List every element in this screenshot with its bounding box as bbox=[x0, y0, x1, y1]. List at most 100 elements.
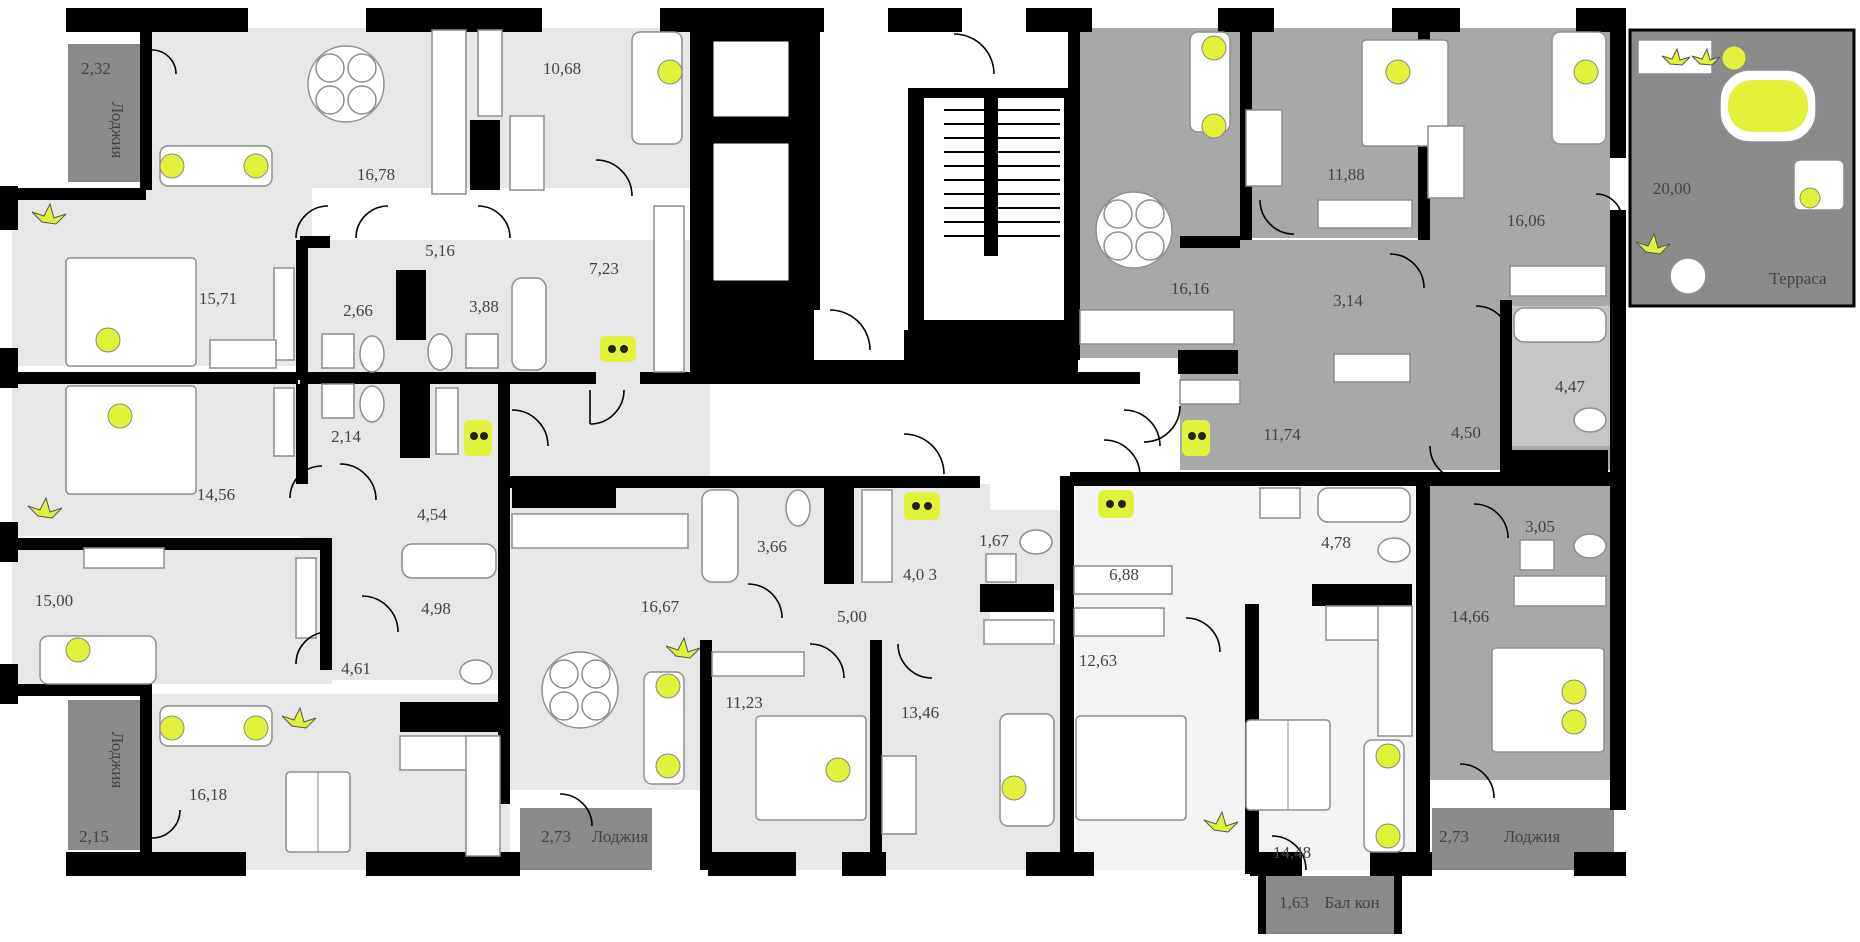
door-swing bbox=[355, 205, 389, 239]
wall-v-6 bbox=[498, 384, 510, 804]
bathtub bbox=[701, 489, 739, 583]
room-area-label: 1,63 bbox=[1279, 893, 1309, 912]
shaft-9 bbox=[1312, 584, 1412, 606]
wall-bottom-3 bbox=[708, 852, 796, 876]
room-area-label: 1,67 bbox=[979, 531, 1009, 550]
radiator bbox=[295, 557, 317, 639]
door-swing bbox=[1103, 439, 1141, 477]
ventilation-fan-icon bbox=[243, 153, 269, 179]
desk bbox=[881, 755, 917, 835]
wall-top-5 bbox=[1026, 8, 1092, 32]
room-area-label: 4,50 bbox=[1451, 423, 1481, 442]
wall-h-3 bbox=[12, 538, 332, 550]
plant-icon bbox=[1635, 232, 1671, 255]
dining-table-rect bbox=[1245, 719, 1331, 811]
stair-steps bbox=[944, 96, 1060, 256]
room-area-label: 16,16 bbox=[1171, 279, 1209, 298]
furniture bbox=[39, 29, 1845, 857]
plant-icon bbox=[31, 202, 67, 225]
radiator bbox=[861, 489, 893, 583]
loggia-label: Лоджия bbox=[1504, 827, 1561, 846]
shaft-5 bbox=[512, 480, 616, 508]
wall-top-2 bbox=[366, 8, 542, 32]
bed bbox=[65, 385, 197, 495]
desk bbox=[1245, 109, 1283, 187]
door-swing bbox=[151, 809, 181, 839]
room-area-label: 3,05 bbox=[1525, 517, 1555, 536]
room-area-label: 2,15 bbox=[79, 827, 109, 846]
toilet bbox=[1019, 529, 1053, 555]
bathtub bbox=[1317, 487, 1411, 523]
room-area-label: 11,74 bbox=[1263, 425, 1301, 444]
ventilation-fan-icon bbox=[1201, 35, 1227, 61]
door-swing bbox=[289, 465, 323, 499]
elevator-car-2 bbox=[710, 140, 792, 284]
room-area-label: 4,47 bbox=[1555, 377, 1585, 396]
ventilation-fan-icon bbox=[1799, 187, 1821, 209]
sink bbox=[321, 383, 355, 419]
wall-top-7 bbox=[1392, 8, 1460, 32]
loggia-label: Лоджия bbox=[108, 102, 127, 159]
sofa bbox=[999, 713, 1055, 827]
terrace-table bbox=[1669, 257, 1707, 295]
door-swing bbox=[1389, 253, 1425, 289]
ventilation-fan-icon bbox=[657, 59, 683, 85]
footprints-icon bbox=[1098, 490, 1134, 518]
room-area-label: 15,71 bbox=[199, 289, 237, 308]
floor-balcony bbox=[1262, 876, 1398, 934]
room-area-label: 4,61 bbox=[341, 659, 371, 678]
wall-v-11 bbox=[1060, 476, 1074, 876]
door-swing bbox=[151, 49, 177, 75]
radiator bbox=[273, 387, 295, 457]
room-area-label: 6,88 bbox=[1109, 565, 1139, 584]
ventilation-fan-icon bbox=[825, 757, 851, 783]
door-swing bbox=[295, 205, 329, 239]
ventilation-fan-icon bbox=[159, 715, 185, 741]
door-swing bbox=[595, 159, 633, 197]
wall-v-16 bbox=[1500, 300, 1512, 480]
room-area-label: 2,73 bbox=[541, 827, 571, 846]
room-area-label: 16,06 bbox=[1507, 211, 1545, 230]
ventilation-fan-icon bbox=[1385, 59, 1411, 85]
room-area-label: 11,23 bbox=[725, 693, 763, 712]
wall-v-10 bbox=[870, 640, 882, 870]
door-swing bbox=[1185, 617, 1221, 653]
word-labels: Лоджия Лоджия Лоджия Лоджия Терраса Бал … bbox=[108, 102, 1827, 912]
wall-top-3 bbox=[660, 8, 824, 32]
floor-loggia-top bbox=[68, 44, 140, 182]
loggia-label: Лоджия bbox=[592, 827, 649, 846]
door-swing bbox=[1271, 835, 1307, 871]
shaft-7 bbox=[980, 584, 1054, 612]
plant-icon bbox=[1661, 47, 1691, 66]
door-swing bbox=[559, 793, 593, 827]
sofa bbox=[1551, 31, 1607, 145]
room-area-label: 3,88 bbox=[469, 297, 499, 316]
door-swing bbox=[1459, 763, 1495, 799]
wall-v-1 bbox=[140, 30, 152, 190]
sofa bbox=[39, 635, 157, 685]
room-area-label: 2,66 bbox=[343, 301, 373, 320]
sofa bbox=[631, 31, 683, 145]
wall-top-6 bbox=[1218, 8, 1274, 32]
door-swing bbox=[1123, 409, 1161, 447]
wall-v-2 bbox=[296, 240, 308, 380]
doors bbox=[151, 33, 1623, 871]
wall-h-9 bbox=[510, 476, 980, 488]
room-area-label: 4,78 bbox=[1321, 533, 1351, 552]
ventilation-fan-icon bbox=[65, 637, 91, 663]
area-labels: 2,32 16,78 10,68 15,71 5,16 2,66 3,88 7,… bbox=[35, 59, 1691, 912]
balcony-walls bbox=[1258, 870, 1266, 934]
wall-bottom-1 bbox=[66, 852, 246, 876]
room-area-label: 14,48 bbox=[1273, 843, 1311, 862]
door-swing bbox=[1143, 405, 1181, 443]
desk bbox=[1427, 125, 1465, 199]
wall-h-5 bbox=[300, 372, 596, 384]
ventilation-fan-icon bbox=[243, 715, 269, 741]
toilet bbox=[1377, 537, 1411, 563]
wall-v-4 bbox=[320, 540, 332, 670]
wall-left-3 bbox=[0, 522, 18, 562]
room-area-label: 3,14 bbox=[1333, 291, 1363, 310]
ventilation-fan-icon bbox=[159, 153, 185, 179]
radiator bbox=[1179, 379, 1241, 405]
ventilation-fan-icon bbox=[655, 673, 681, 699]
